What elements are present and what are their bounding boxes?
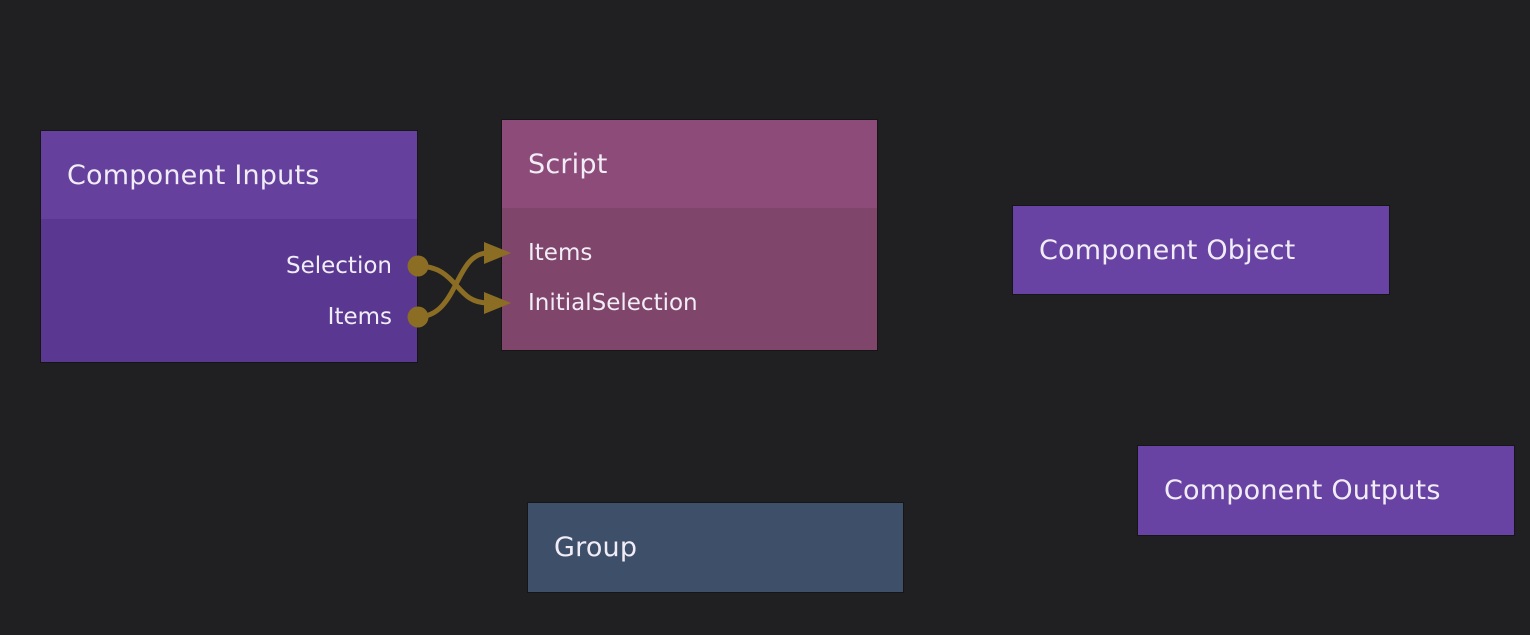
connection-wire[interactable] <box>416 263 489 306</box>
input-port-initialselection[interactable]: InitialSelection <box>528 290 698 316</box>
node-script[interactable]: Script Items InitialSelection <box>502 120 877 350</box>
node-title: Component Inputs <box>67 159 320 191</box>
node-component-inputs[interactable]: Component Inputs Selection Items <box>41 131 417 362</box>
node-group[interactable]: Group <box>528 503 903 592</box>
node-title: Component Outputs <box>1164 474 1441 506</box>
node-header[interactable]: Component Outputs <box>1138 446 1514 534</box>
output-port-items[interactable]: Items <box>327 304 392 330</box>
output-port-selection[interactable]: Selection <box>286 253 392 279</box>
node-title: Script <box>528 148 608 180</box>
node-header[interactable]: Component Object <box>1013 206 1389 294</box>
input-port-items[interactable]: Items <box>528 240 593 266</box>
node-component-outputs[interactable]: Component Outputs <box>1138 446 1514 535</box>
node-header[interactable]: Group <box>528 503 903 591</box>
node-component-object[interactable]: Component Object <box>1013 206 1389 294</box>
node-title: Component Object <box>1039 234 1296 266</box>
node-title: Group <box>554 531 638 563</box>
node-header[interactable]: Component Inputs <box>41 131 417 219</box>
node-header[interactable]: Script <box>502 120 877 208</box>
connection-wire[interactable] <box>416 250 489 320</box>
